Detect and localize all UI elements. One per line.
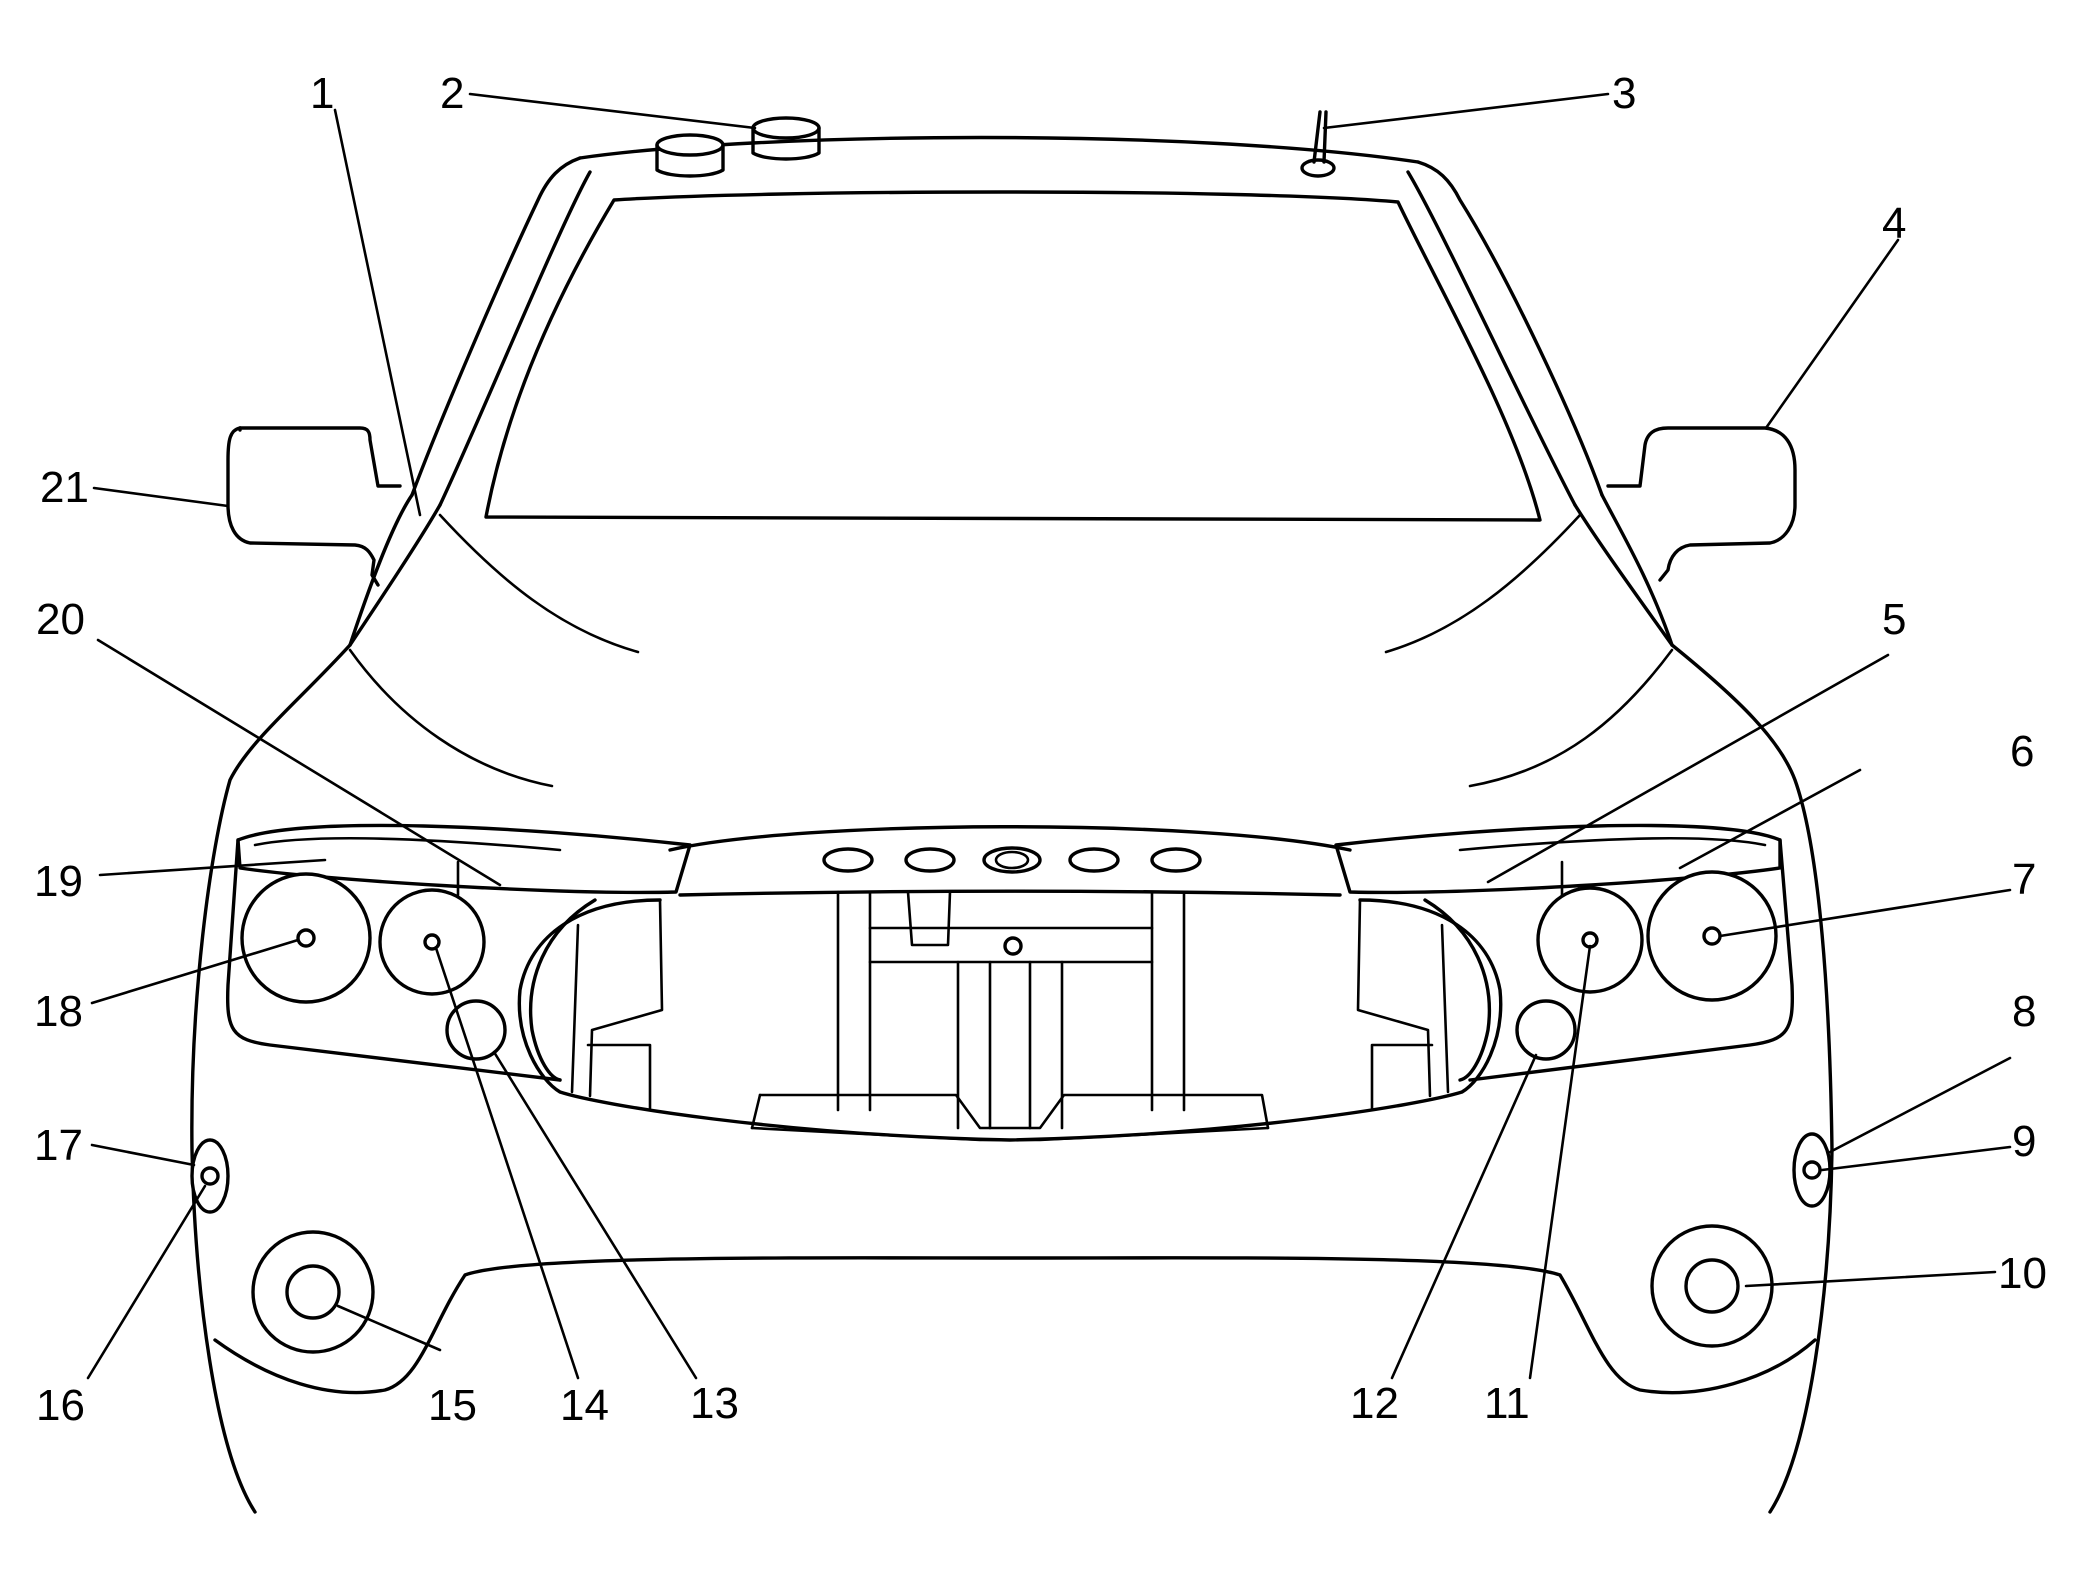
callout-11: 11 bbox=[1484, 1379, 1530, 1428]
hood-leading-edge bbox=[668, 825, 1352, 852]
callout-5: 5 bbox=[1882, 595, 1906, 644]
callout-16: 16 bbox=[36, 1381, 85, 1430]
left-body-side bbox=[190, 643, 352, 1514]
roof-components bbox=[655, 110, 1336, 178]
vehicle-body bbox=[190, 135, 1834, 1514]
left-headlamp-assembly bbox=[225, 823, 692, 1082]
hood-crease-left-lower bbox=[348, 648, 554, 788]
callout-12: 12 bbox=[1350, 1379, 1399, 1428]
right-a-pillar-inner bbox=[1406, 170, 1577, 507]
hood-crease-left-upper bbox=[438, 513, 640, 654]
right-headlamp-assembly bbox=[1334, 823, 1795, 1082]
right-cowl bbox=[1600, 493, 1674, 647]
callout-15: 15 bbox=[428, 1381, 477, 1430]
lower-bumper-line bbox=[213, 1256, 1817, 1395]
left-mirror bbox=[226, 426, 402, 587]
right-mirror bbox=[1606, 426, 1797, 582]
roof-marker-lamp-left bbox=[655, 133, 725, 178]
leader-lines bbox=[86, 92, 2012, 1380]
callout-21: 21 bbox=[40, 463, 89, 512]
left-cowl bbox=[348, 493, 414, 647]
callout-1: 1 bbox=[310, 69, 334, 118]
hood-crease-right-upper bbox=[1384, 513, 1582, 654]
left-a-pillar-outer bbox=[410, 156, 582, 497]
roof-marker-lamp-right bbox=[751, 116, 821, 161]
callout-labels: 1 2 3 4 5 6 7 8 9 10 11 12 13 14 15 16 1… bbox=[34, 69, 2047, 1430]
callout-14: 14 bbox=[560, 1381, 609, 1430]
callout-19: 19 bbox=[34, 857, 83, 906]
callout-9: 9 bbox=[2012, 1117, 2036, 1166]
lower-lamps bbox=[190, 1132, 1832, 1354]
callout-18: 18 bbox=[34, 987, 83, 1036]
callout-7: 7 bbox=[2012, 855, 2036, 904]
callout-4: 4 bbox=[1882, 199, 1906, 248]
right-a-pillar-outer bbox=[1416, 160, 1604, 497]
right-turn-lamp bbox=[1515, 999, 1577, 1061]
windshield bbox=[484, 190, 1542, 522]
left-turn-lamp bbox=[445, 999, 507, 1061]
callout-3: 3 bbox=[1612, 69, 1636, 118]
left-fender-top bbox=[348, 503, 442, 647]
callout-20: 20 bbox=[36, 595, 85, 644]
callout-10: 10 bbox=[1998, 1249, 2047, 1298]
callout-6: 6 bbox=[2010, 727, 2034, 776]
left-a-pillar-inner bbox=[438, 170, 592, 507]
callout-8: 8 bbox=[2012, 987, 2036, 1036]
fascia-top-line bbox=[678, 889, 1342, 897]
callout-13: 13 bbox=[690, 1379, 739, 1428]
right-fender-top bbox=[1573, 503, 1674, 647]
callout-17: 17 bbox=[34, 1121, 83, 1170]
callout-2: 2 bbox=[440, 69, 464, 118]
grille-opening bbox=[517, 846, 1503, 1142]
right-body-side bbox=[1670, 643, 1834, 1514]
hood-crease-right-lower bbox=[1468, 648, 1674, 788]
antenna bbox=[1300, 110, 1336, 178]
